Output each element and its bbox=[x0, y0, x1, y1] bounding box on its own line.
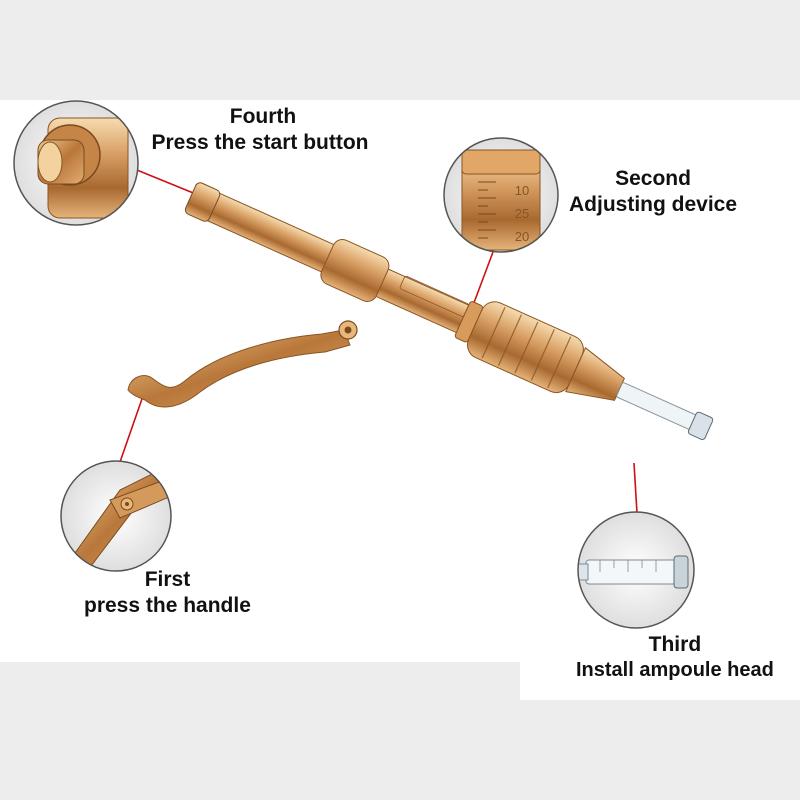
scale-mark-3: 20 bbox=[515, 229, 529, 244]
trigger-housing bbox=[320, 239, 390, 302]
callout-second-action: Adjusting device bbox=[569, 192, 738, 216]
callout-first-step: First bbox=[144, 568, 191, 591]
device-body bbox=[184, 182, 714, 441]
scale-mark-1: 10 bbox=[515, 183, 529, 198]
callout-third: Third Install ampoule head bbox=[576, 632, 774, 682]
callout-third-action: Install ampoule head bbox=[576, 658, 774, 681]
callout-fourth-action: Press the start button bbox=[151, 130, 369, 154]
detail-circle-adjusting-device: 10 25 20 bbox=[443, 137, 559, 253]
detail-circle-start-button bbox=[13, 100, 139, 226]
detail-circle-handle bbox=[60, 460, 172, 572]
panel-notch bbox=[0, 662, 520, 700]
ampoule-tube bbox=[616, 382, 698, 431]
callout-second-step: Second bbox=[615, 167, 691, 190]
callout-third-step: Third bbox=[648, 633, 702, 656]
grip-sleeve bbox=[466, 301, 584, 394]
nozzle-cone bbox=[565, 347, 625, 401]
ampoule-tip bbox=[687, 411, 714, 441]
callout-first: First press the handle bbox=[84, 567, 251, 618]
callout-line-third bbox=[633, 462, 638, 514]
callout-line-first bbox=[119, 395, 144, 463]
callout-second: Second Adjusting device bbox=[569, 166, 737, 217]
scale-mark-2: 25 bbox=[515, 206, 529, 221]
device-handle bbox=[127, 320, 358, 408]
callout-fourth: Fourth Press the start button bbox=[0, 104, 520, 155]
callout-first-action: press the handle bbox=[84, 593, 251, 617]
callout-fourth-step: Fourth bbox=[229, 105, 297, 128]
detail-circle-ampoule bbox=[577, 511, 695, 629]
start-button-cap bbox=[184, 182, 221, 222]
